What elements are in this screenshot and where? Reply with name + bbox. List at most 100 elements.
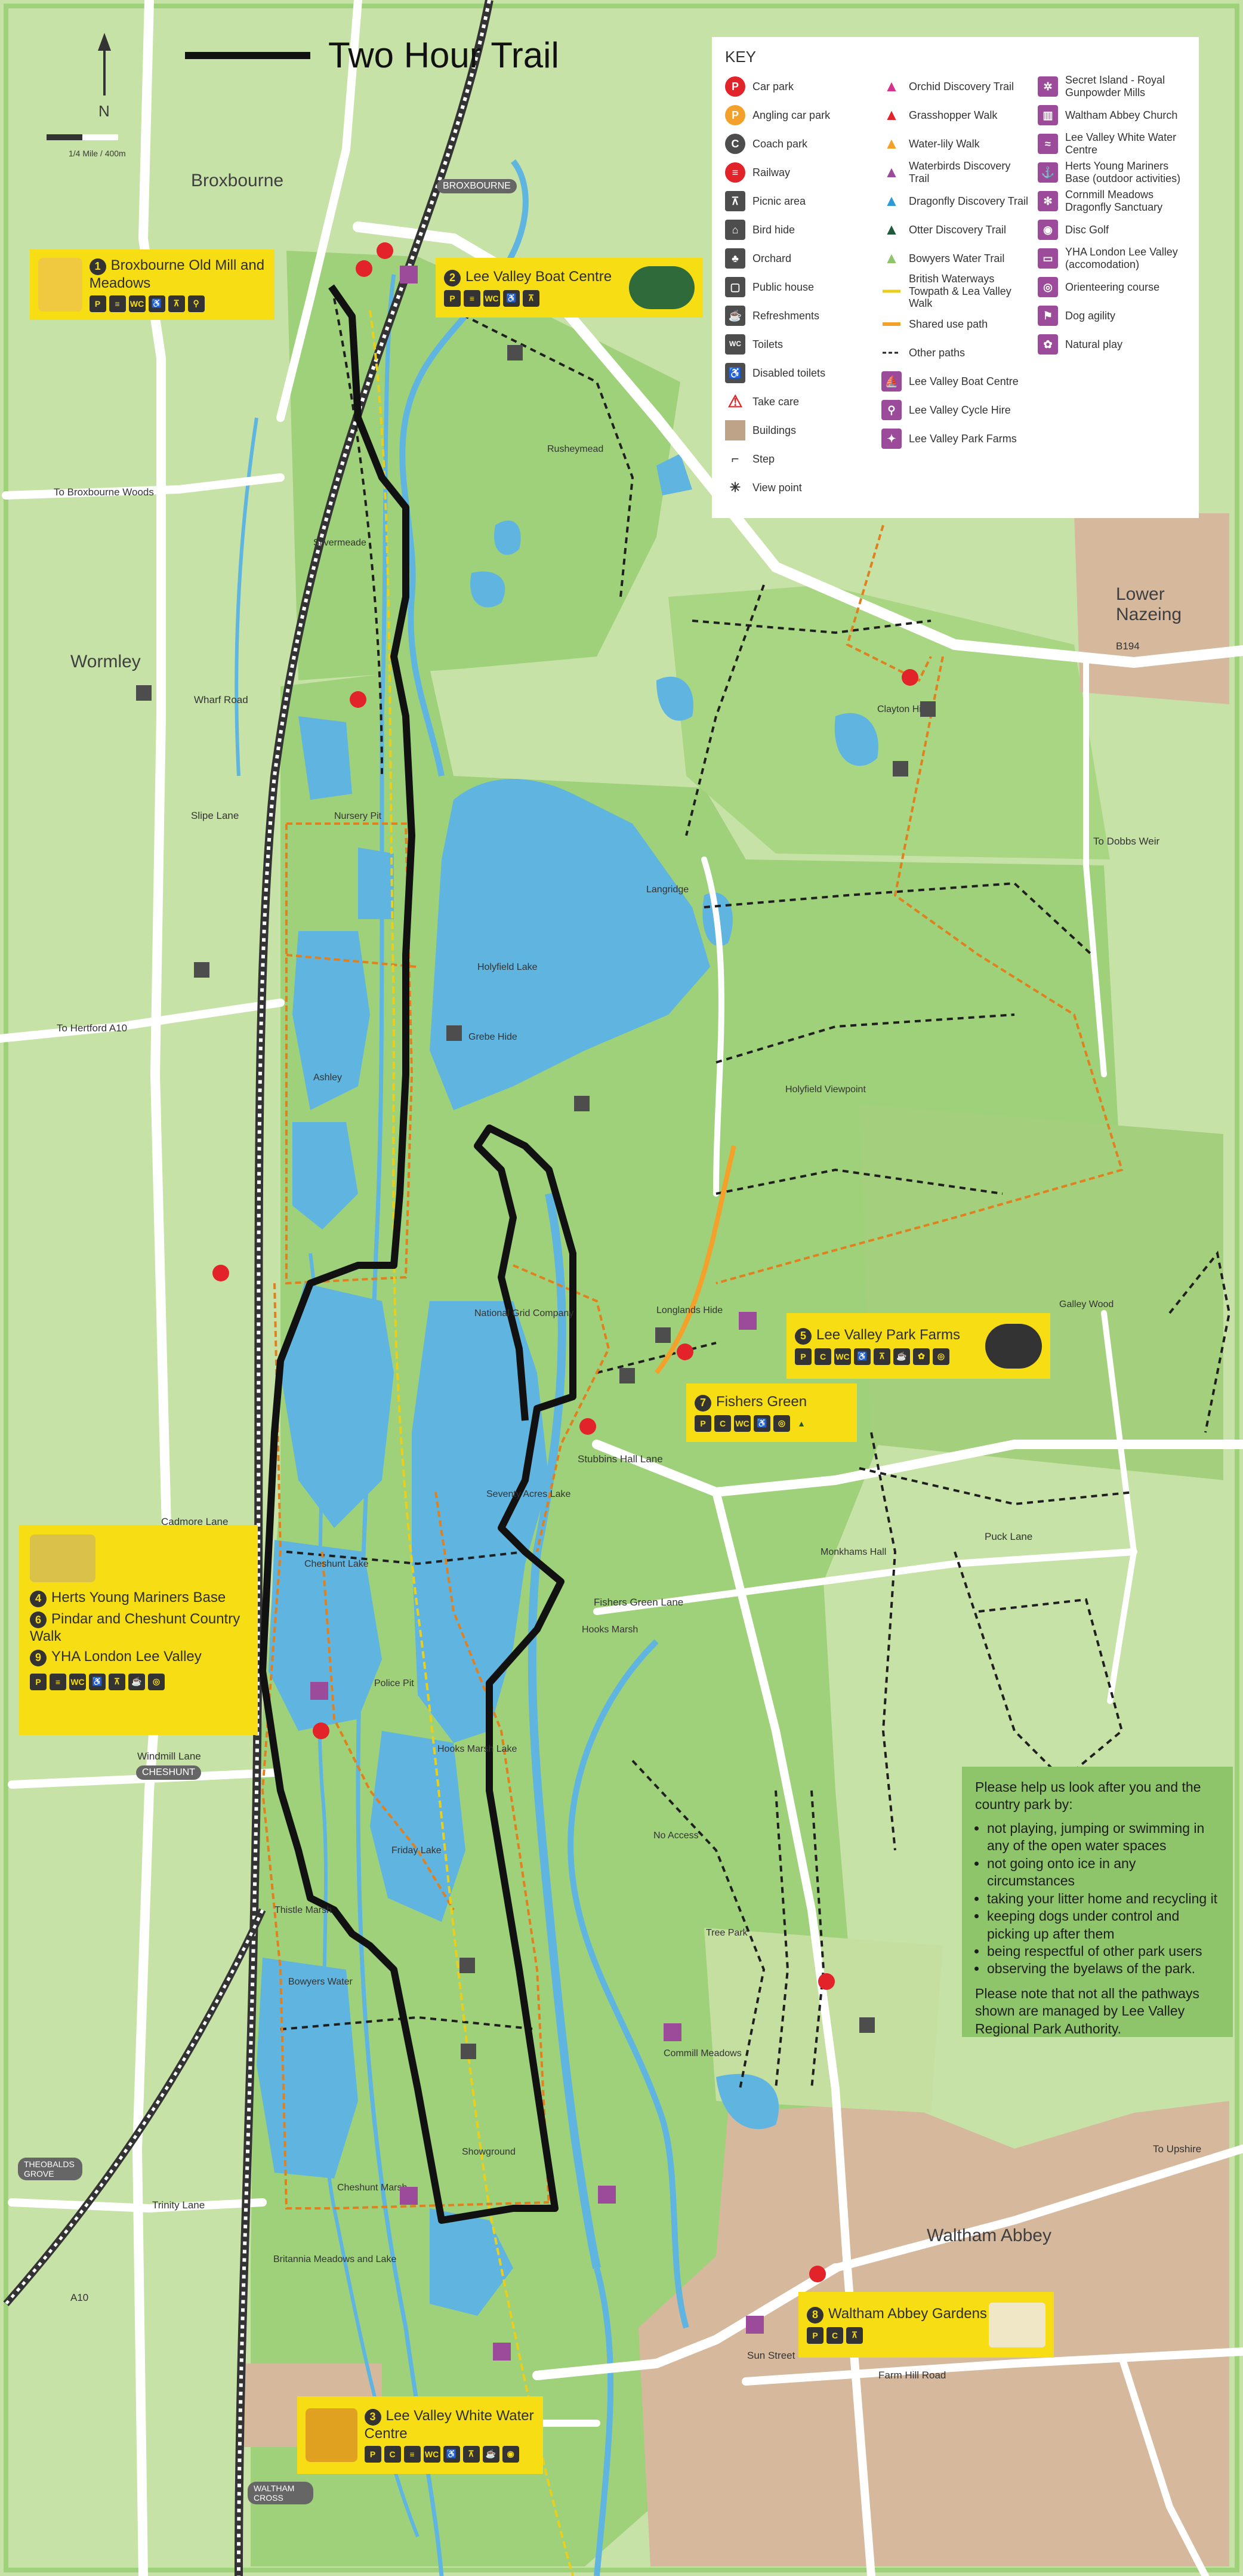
callout-number: 3 <box>364 2408 381 2426</box>
key-column-2: ▲Orchid Discovery Trail ▲Grasshopper Wal… <box>881 72 1029 502</box>
abbey-illustration <box>989 2302 1045 2347</box>
facility-icons: P≡WC♿⊼⚲ <box>89 295 266 312</box>
facility-icons: P≡WC♿⊼ <box>444 289 612 307</box>
trail-line-swatch <box>185 51 310 59</box>
road-label: To Upshire <box>1153 2143 1201 2155</box>
callout-text: YHA London Lee Valley <box>51 1648 202 1665</box>
callout-number: 8 <box>807 2306 823 2324</box>
notice-list: not playing, jumping or swimming in any … <box>975 1820 1220 1978</box>
car-park-icon <box>677 1344 693 1360</box>
road-label: Fishers Green Lane <box>594 1597 683 1608</box>
key-item: ▲Waterbirds Discovery Trail <box>881 158 1029 187</box>
triangle-purple-icon: ▲ <box>884 163 899 181</box>
mariners-icon <box>310 1682 328 1700</box>
walk-trails <box>261 525 1124 2210</box>
north-label: N <box>98 102 110 120</box>
other-path-line-icon <box>881 343 902 363</box>
shared-path-line-icon <box>881 314 902 334</box>
car-park-icon <box>377 242 393 259</box>
car-park-icon <box>313 1723 329 1739</box>
feature-label: Commill Meadows <box>664 2048 742 2059</box>
feature-label: Holyfield Viewpoint <box>785 1084 866 1095</box>
public-house-icon <box>859 2017 875 2033</box>
facility-icons: P≡WC♿⊼☕◎ <box>30 1673 165 1690</box>
public-house-icon: ▢ <box>725 277 745 297</box>
feature-label: Rusheymead <box>547 444 603 454</box>
key-item: ≡Railway <box>725 158 873 187</box>
bird-hide-icon <box>655 1327 671 1343</box>
attractions <box>310 266 764 2361</box>
key-item: ▥Waltham Abbey Church <box>1038 101 1186 130</box>
triangle-red-icon: ▲ <box>884 106 899 124</box>
key-item: ⚑Dog agility <box>1038 301 1186 330</box>
towpath-line-icon <box>881 281 902 301</box>
park-farms-icon: ✦ <box>881 429 902 449</box>
feature-label: Britannia Meadows and Lake <box>273 2254 396 2264</box>
feature-label: Tree Park <box>706 1928 748 1938</box>
disc-golf-icon <box>400 2187 418 2205</box>
car-parks <box>212 242 918 2282</box>
abbey-church-icon <box>746 2316 764 2334</box>
key-item: ▲Dragonfly Discovery Trail <box>881 187 1029 215</box>
rafting-illustration <box>306 2408 357 2462</box>
natural-play-icon: ✿ <box>1038 334 1058 355</box>
feature-label: Langridge <box>646 885 689 895</box>
bowyers-water <box>257 1958 358 2178</box>
feature-label: Cheshunt Marsh <box>337 2183 407 2193</box>
friday-lake <box>370 1731 465 1922</box>
key-item: ⌐Step <box>725 445 873 473</box>
picnic-icon: ⊼ <box>725 191 745 211</box>
bird-hide-icon <box>446 1025 462 1041</box>
key-item: ▢Public house <box>725 273 873 301</box>
boat-centre-icon <box>400 266 418 284</box>
cycle-hire-icon <box>739 1312 757 1330</box>
key-item: ⌂Bird hide <box>725 215 873 244</box>
refreshments-icon: ☕ <box>725 306 745 326</box>
road-label: Stubbins Hall Lane <box>578 1453 663 1465</box>
place-broxbourne: Broxbourne <box>191 171 283 190</box>
boat-illustration <box>629 266 695 309</box>
feature-label: National Grid Company <box>474 1308 573 1318</box>
scale-label: 1/4 Mile / 400m <box>69 149 126 158</box>
notice-intro: Please help us look after you and the co… <box>975 1779 1201 1813</box>
disabled-toilets-icon: ♿ <box>725 363 745 383</box>
feature-label: Police Pit <box>374 1678 414 1688</box>
coach-park-icon: C <box>725 134 745 154</box>
map-title: Two Hour Trail <box>185 35 559 76</box>
key-item: ⛵Lee Valley Boat Centre <box>881 367 1029 396</box>
callout-text: Lee Valley Boat Centre <box>465 269 612 285</box>
white-water-icon <box>493 2343 511 2361</box>
callout-number: 4 <box>30 1590 47 1607</box>
car-park-icon: P <box>725 76 745 97</box>
station-badge: THEOBALDS GROVE <box>18 2158 82 2180</box>
abbey-church-icon: ▥ <box>1038 105 1058 125</box>
callout-text: Herts Young Mariners Base <box>51 1589 226 1606</box>
car-park-icon <box>212 1265 229 1281</box>
public-house-icon <box>136 685 152 701</box>
notice-item: keeping dogs under control and picking u… <box>987 1908 1220 1943</box>
angling-car-park-icon: P <box>725 105 745 125</box>
road-label: To Broxbourne Woods <box>54 486 154 498</box>
public-house-icon <box>194 962 209 978</box>
key-column-3: ✲Secret Island - Royal Gunpowder Mills ▥… <box>1038 72 1186 502</box>
feature-label: Hooks Marsh <box>582 1625 638 1635</box>
callout-text: Lee Valley Park Farms <box>816 1327 960 1344</box>
dragonfly-icon: ✻ <box>1038 191 1058 211</box>
triangle-blue-icon: ▲ <box>884 192 899 210</box>
key-item: ⚠Take care <box>725 387 873 416</box>
key-heading: KEY <box>725 48 757 66</box>
key-item: ♿Disabled toilets <box>725 359 873 387</box>
secret-island-icon: ✲ <box>1038 76 1058 97</box>
feature-label: Nursery Pit <box>334 811 382 821</box>
key-item: ▲Grasshopper Walk <box>881 101 1029 130</box>
notice-item: not going onto ice in any circumstances <box>987 1855 1220 1890</box>
step-icon: ⌐ <box>731 451 739 467</box>
